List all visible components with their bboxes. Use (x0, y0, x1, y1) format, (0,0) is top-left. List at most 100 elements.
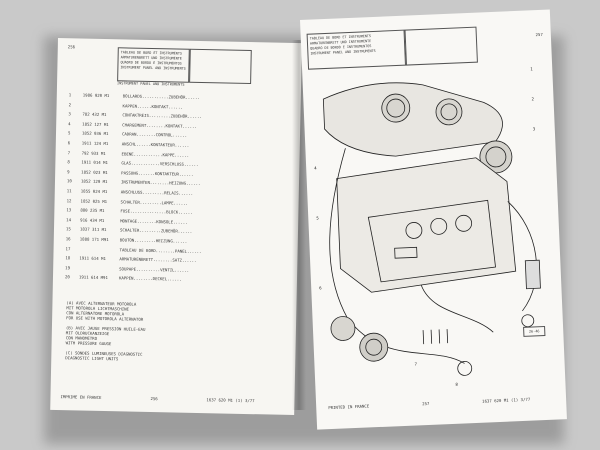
parts-row-part: 1852 023 M1 (81, 169, 108, 175)
parts-row-ref: 8 (67, 159, 70, 165)
diagram-callouts: 1 2 3 4 5 6 7 8 (314, 66, 536, 387)
parts-row-desc: SOUPAPE..........VENTIL...... (119, 266, 190, 273)
parts-row-ref: 20 (64, 274, 70, 280)
right-footer-imprint: PRINTED IN FRANCE (328, 403, 370, 411)
parts-row-desc: PASSUNG.......KONTAKTEUR...... (121, 170, 194, 177)
left-footer-page: 256 (150, 396, 158, 402)
parts-row-part (79, 269, 119, 270)
figure-tag: 26-46 (523, 326, 546, 337)
parts-row-part: 792 933 M1 (81, 150, 106, 156)
svg-text:3: 3 (533, 126, 536, 131)
notes-block: (A) AVEC ALTERNATEUR MOTOROLA MIT MOTORO… (65, 300, 146, 362)
parts-row-desc: SCHALTER.........ZUBEHÖR...... (119, 227, 193, 235)
parts-row: 18 1911 614 M1 ARMATURENBRETT........SATZ.… (65, 255, 279, 265)
parts-row-part: 916 434 M1 (80, 217, 105, 223)
left-footer-partno: 1637 620 M1 (1) 3/77 (206, 397, 255, 404)
parts-row-part: 1855 024 M1 (80, 188, 108, 195)
parts-row: 2 KAPPEN......KONTAKT...... (69, 102, 283, 112)
parts-row-ref: 14 (66, 217, 72, 223)
svg-text:5: 5 (316, 215, 319, 220)
parts-row-desc: ANSCHL......KONTAKTEUR...... (121, 141, 190, 148)
parts-row-desc: FUSE...............BLOCK...... (120, 208, 193, 216)
left-subheader: INSTRUMENT PANEL AND INSTRUMENTS (117, 81, 185, 87)
parts-row-desc: SCHALTER.........LAMPE...... (120, 198, 189, 206)
svg-text:7: 7 (414, 361, 417, 366)
parts-row-desc: CHARGEMENT........KONTAKT...... (122, 122, 197, 129)
parts-row-desc: CADRAN........CONTROL...... (121, 131, 188, 139)
parts-row: 16 1888 171 M91 BOUTON.........HEIZUNG....… (66, 236, 280, 246)
parts-row-part: 1911 614 M1 (79, 255, 106, 262)
parts-row-ref: 15 (65, 226, 71, 232)
parts-row-ref: 3 (68, 111, 71, 117)
parts-row-desc: BOUTON.........HEIZUNG...... (119, 237, 188, 244)
left-header-box: TABLEAU DE BORD ET INSTRUMENTS ARMATUREN… (117, 47, 190, 83)
parts-row-part: 1852 127 M1 (82, 121, 109, 127)
parts-row-ref: 10 (66, 178, 72, 184)
parts-row-ref: 13 (66, 207, 72, 213)
parts-row-desc: CONTAKTREIS.........ZUBEHÖR...... (122, 112, 202, 120)
parts-row-part: 782 432 M1 (82, 111, 107, 118)
parts-row-part (83, 106, 123, 107)
parts-row: 5 1852 036 M1 CADRAN........CONTROL...... (68, 131, 282, 141)
parts-row: 8 1911 014 M1 GLAS............VERSCHLUSS..… (67, 159, 281, 169)
parts-row-ref: 4 (68, 121, 71, 127)
parts-row-ref: 2 (68, 101, 72, 107)
right-footer-page: 257 (422, 400, 430, 407)
parts-row-desc: MONTAGE........KONSOLE...... (120, 218, 188, 225)
parts-row-desc: GLAS............VERSCHLUSS...... (121, 160, 199, 168)
parts-row-part: 1888 171 M91 (79, 236, 109, 243)
parts-row-part: 1911 614 M91 (78, 274, 108, 281)
parts-row: 15 1837 311 M1 SCHALTER.........ZUBEHÖR...… (66, 227, 280, 237)
right-empty-box (404, 26, 478, 66)
parts-row-ref: 11 (66, 188, 72, 194)
svg-text:6: 6 (319, 285, 322, 290)
book-gutter (292, 40, 306, 410)
left-header-line-4: INSTRUMENT PANEL AND INSTRUMENTS (120, 65, 186, 71)
parts-row-desc: KAPPEN......KONTAKT...... (122, 102, 183, 110)
left-empty-box (189, 48, 252, 85)
parts-row: 17 TABLEAU DE BORD........PANEL...... (66, 246, 280, 256)
parts-row-ref: 6 (67, 140, 71, 146)
svg-text:2: 2 (531, 96, 534, 101)
parts-row-ref: 16 (65, 236, 71, 242)
parts-row-ref: 1 (68, 92, 72, 98)
parts-row-ref: 17 (65, 245, 71, 251)
parts-row-part: 1911 014 M1 (81, 159, 108, 166)
parts-row-desc: BOLLARDS...........ZUBEHÖR...... (122, 93, 200, 100)
parts-row-desc: ANSCHLUSS.........RELAIS...... (120, 189, 194, 196)
right-page: TABLEAU DE BORD ET INSTRUMENTS ARMATUREN… (300, 9, 567, 430)
parts-row-desc: TABLEAU DE BORD........PANEL...... (119, 246, 202, 254)
svg-text:1: 1 (530, 66, 533, 71)
parts-row: 11 1855 024 M1 ANSCHLUSS.........RELAIS...… (67, 188, 281, 198)
parts-row-ref: 18 (65, 255, 71, 261)
parts-row-ref: 5 (67, 130, 71, 136)
svg-text:8: 8 (455, 382, 458, 387)
svg-text:4: 4 (314, 165, 317, 170)
parts-row: 4 1852 127 M1 CHARGEMENT........KONTAKT...… (68, 121, 282, 131)
parts-row-ref: 7 (67, 149, 71, 155)
parts-row-part: 1852 036 M1 (81, 130, 109, 137)
parts-row-desc: KAPPEN........DECKEL...... (118, 275, 182, 283)
parts-row-desc: EBENE............KAPPE...... (121, 150, 190, 158)
parts-row-desc: INSTRUMENTEN........HEIZUNG...... (120, 179, 201, 187)
parts-row-part: 1837 311 M1 (79, 226, 107, 233)
right-header-box: TABLEAU DE BORD ET INSTRUMENTS ARMATUREN… (306, 29, 407, 70)
parts-row-part: 1852 025 M1 (80, 198, 108, 204)
parts-row: 14 916 434 M1 MONTAGE........KONSOLE...... (66, 217, 280, 227)
parts-row: 13 880 235 M1 FUSE...............BLOCK....… (66, 207, 280, 217)
diagram-lines (322, 82, 541, 376)
right-page-number: 257 (535, 31, 543, 38)
left-footer-imprint: IMPRIME EN FRANCE (60, 394, 102, 400)
parts-row: 20 1911 614 M91 KAPPEN........DECKEL...... (65, 275, 279, 285)
parts-row: 3 782 432 M1 CONTAKTREIS.........ZUBEHÖR..… (68, 111, 282, 121)
parts-row: 6 1911 124 M1 ANSCHL......KONTAKTEUR...... (68, 140, 282, 150)
left-page-number: 256 (67, 44, 76, 50)
parts-row-ref: 19 (65, 264, 71, 271)
parts-row: 19 SOUPAPE..........VENTIL...... (65, 265, 279, 275)
parts-row-part: 880 235 M1 (80, 207, 105, 214)
parts-row-part: 1911 124 M1 (81, 140, 109, 147)
parts-row-desc: ARMATURENBRETT........SATZ...... (119, 256, 197, 264)
